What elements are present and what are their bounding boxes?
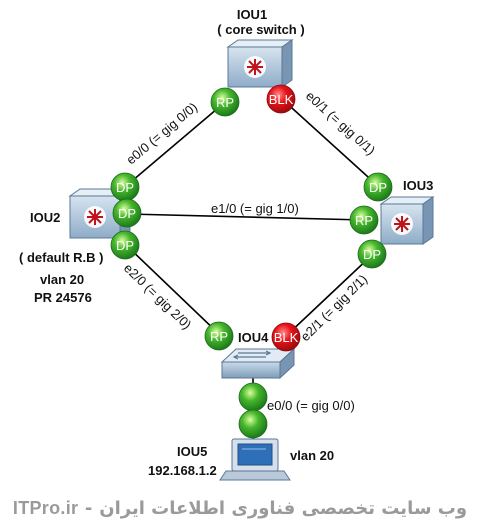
link-iou2-iou3	[127, 213, 365, 221]
footer-site: ITPro.ir	[12, 497, 79, 518]
link-label-iou2-iou3: e1/0 (= gig 1/0)	[211, 201, 299, 216]
port-label: RP	[355, 213, 373, 228]
port-label: DP	[116, 180, 134, 195]
layer3-switch-icon	[391, 213, 413, 235]
port-iou4-down	[238, 382, 268, 412]
iou2-note-vlan: vlan 20	[40, 272, 84, 287]
iou3-title: IOU3	[403, 178, 433, 193]
footer-dash: -	[78, 497, 100, 519]
port-label: RP	[216, 95, 234, 110]
port-iou5-up	[238, 409, 268, 439]
device-iou4[interactable]	[220, 347, 296, 380]
iou1-subtitle: ( core switch )	[217, 22, 304, 37]
iou1-title: IOU1	[237, 7, 267, 22]
link-label-iou4-iou5: e0/0 (= gig 0/0)	[267, 398, 355, 413]
iou5-title: IOU5	[177, 444, 207, 459]
port-iou3-mid: RP	[349, 205, 379, 235]
port-label: DP	[118, 206, 136, 221]
link-iou2-iou4	[125, 244, 221, 336]
layer3-switch-icon	[244, 56, 266, 78]
link-iou1-iou2	[125, 102, 225, 187]
iou5-vlan: vlan 20	[290, 448, 334, 463]
link-label-iou1-iou3: e0/1 (= gig 0/1)	[303, 88, 378, 158]
iou2-title: IOU2	[30, 210, 60, 225]
footer-watermark: ITPro.ir - وب سایت تخصصی فناوری اطلاعات …	[0, 486, 480, 530]
port-iou4-left: RP	[204, 321, 234, 351]
iou5-ip: 192.168.1.2	[148, 463, 217, 478]
port-label: BLK	[269, 92, 294, 107]
port-iou1-right: BLK	[266, 84, 296, 114]
link-label-iou2-iou4: e2/0 (= gig 2/0)	[121, 260, 195, 332]
port-label: DP	[116, 238, 134, 253]
layer2-switch-icon	[232, 350, 272, 360]
port-label: BLK	[274, 330, 299, 345]
device-iou3[interactable]	[379, 196, 435, 245]
device-iou1[interactable]	[226, 39, 294, 88]
link-iou1-iou3	[281, 98, 379, 187]
port-iou1-left: RP	[210, 87, 240, 117]
port-iou3-top: DP	[363, 172, 393, 202]
port-iou3-bottom: DP	[357, 239, 387, 269]
layer3-switch-icon	[84, 206, 106, 228]
port-iou4-right: BLK	[271, 322, 301, 352]
device-iou5[interactable]	[219, 438, 291, 481]
port-iou2-bottom: DP	[110, 230, 140, 260]
port-label: DP	[363, 247, 381, 262]
iou4-title: IOU4	[238, 330, 269, 345]
iou2-note-priority: PR 24576	[34, 290, 92, 305]
link-iou3-iou4	[285, 254, 373, 337]
port-iou2-mid: DP	[112, 198, 142, 228]
link-label-iou3-iou4: e2/1 (= gig 2/1)	[298, 271, 371, 344]
port-label: DP	[369, 180, 387, 195]
iou2-note-rb: ( default R.B )	[19, 250, 104, 265]
port-iou2-top: DP	[110, 172, 140, 202]
footer-tagline: وب سایت تخصصی فناوری اطلاعات ایران	[99, 497, 468, 519]
port-label: RP	[210, 329, 228, 344]
